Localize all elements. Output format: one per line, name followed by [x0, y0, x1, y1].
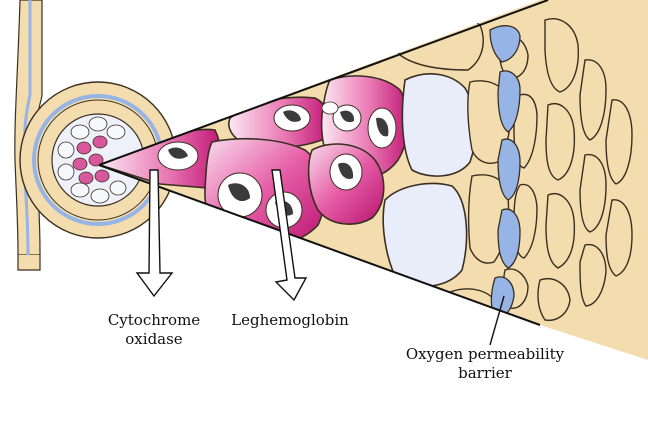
nucleus-b — [273, 104, 311, 132]
label-leghemoglobin-text: Leghemoglobin — [231, 311, 349, 329]
wedge-outline — [98, 0, 549, 326]
label-oxygen-line2: barrier — [458, 364, 512, 382]
lateral-root — [17, 255, 41, 271]
pointer-oxygen-barrier — [489, 295, 505, 346]
label-oxygen-line1: Oxygen permeability — [405, 345, 565, 363]
uninfected-cell-2 — [382, 182, 468, 288]
nucleus-c — [217, 172, 263, 218]
label-cytochrome-oxidase: Cytochrome oxidase — [104, 311, 204, 349]
label-cytochrome-line1: Cytochrome — [107, 311, 201, 329]
arrow-leghemoglobin — [271, 169, 308, 302]
uninfected-cells — [382, 73, 477, 288]
nucleus-h — [321, 101, 339, 115]
nucleus-a — [157, 141, 199, 171]
label-cytochrome-line2: oxidase — [125, 330, 183, 348]
nucleus-f — [367, 107, 397, 149]
root-cross-section — [14, 0, 177, 271]
label-leghemoglobin: Leghemoglobin — [225, 311, 355, 330]
nodule-small-cells — [57, 116, 127, 204]
arrow-cytochrome — [135, 169, 174, 298]
nucleus-g — [329, 153, 363, 191]
uninfected-cell-1 — [401, 73, 477, 177]
label-oxygen-permeability-barrier: Oxygen permeability barrier — [400, 345, 570, 383]
oxygen-barrier-band — [489, 25, 521, 319]
bacteroid-nuclei — [157, 101, 397, 229]
magnified-wedge — [99, 0, 648, 360]
nucleus-e — [332, 104, 362, 132]
